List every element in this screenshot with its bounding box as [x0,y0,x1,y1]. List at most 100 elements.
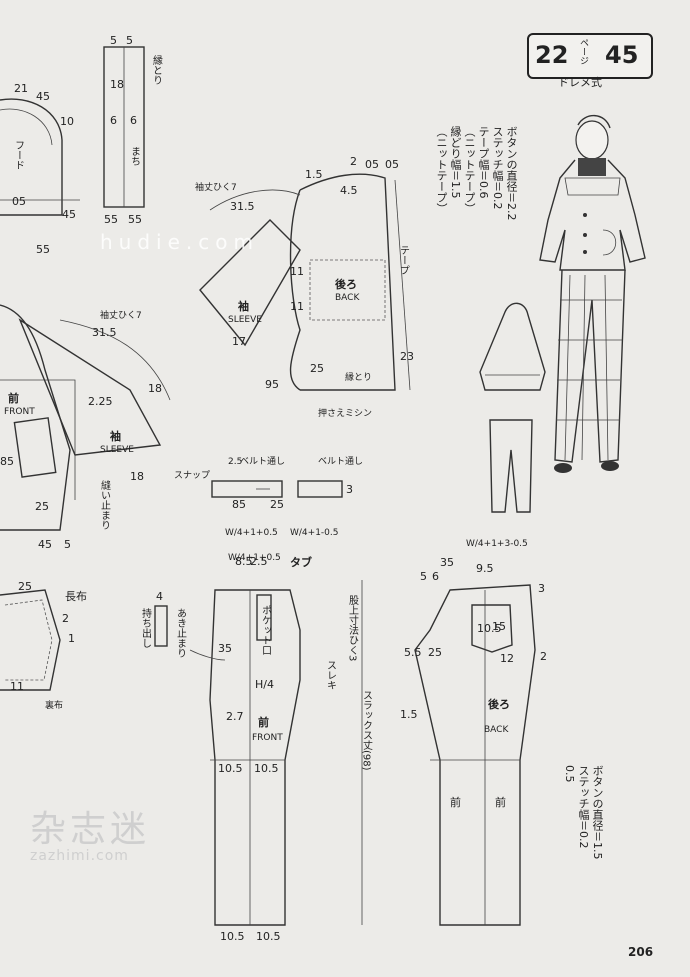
svg-text:9.5: 9.5 [476,562,494,575]
pants-note-1: ボタンの直径＝1.5 [591,765,604,860]
svg-text:2.25: 2.25 [88,395,113,408]
pants-note-3: 0.5 [563,765,576,783]
svg-text:45: 45 [36,90,50,103]
pants-length-note: スラックス丈(98) [361,690,373,771]
svg-text:3: 3 [346,483,353,496]
svg-text:1.5: 1.5 [305,168,323,181]
front-label-pants: 前 [258,715,269,729]
svg-text:31.5: 31.5 [92,326,117,339]
front-sleeve-pattern: 袖丈ひく7 31.5 2.25 18 袖 SLEEVE 18 縫い止まり [18,309,171,530]
svg-text:11: 11 [10,680,24,693]
svg-text:5: 5 [64,538,71,551]
tab-label: タブ [290,555,312,569]
front-mark-pants-2: 前 [495,795,506,809]
svg-text:10.5: 10.5 [477,622,502,635]
svg-text:25: 25 [35,500,49,513]
pocket-pattern: 25 長布 2 1 11 裏布 4 持ち出し [0,580,168,711]
back-sleeve-pattern: 袖丈ひく7 31.5 袖 SLEEVE 17 [195,181,301,348]
svg-text:55: 55 [36,243,50,256]
sleeve-label-mid-en: SLEEVE [100,445,134,455]
fold-out-label: 持ち出し [140,607,152,648]
svg-text:10: 10 [60,115,74,128]
back-bodice-pattern: 後ろ BACK 2 05 05 1.5 4.5 11 11 23 25 95 テ… [265,155,414,419]
gusset-label: まち [129,146,140,166]
sleeve-label-top-en: SLEEVE [228,315,262,325]
svg-text:05: 05 [385,158,399,171]
waist-formula-1b: W/4+1+0.5 [228,553,281,563]
svg-text:35: 35 [440,556,454,569]
svg-text:85: 85 [232,498,246,511]
svg-text:23: 23 [400,350,414,363]
svg-text:6: 6 [432,570,439,583]
jacket-notes: ボタンの直径＝2.2 ステッチ幅＝0.2 テープ幅＝0.6 （ニットテープ） 縁… [434,126,518,256]
svg-text:18: 18 [110,78,124,91]
hood-pattern: 21 45 10 45 05 55 フード [0,82,80,256]
svg-text:85: 85 [0,455,14,468]
waist-formula-1: W/4+1+0.5 [225,528,278,538]
pants-note-2: ステッチ幅＝0.2 [577,765,590,849]
edge-label-back: 縁とり [345,371,372,383]
back-label-pants: 後ろ [488,697,510,711]
svg-text:3: 3 [538,582,545,595]
page-number: 206 [628,945,654,959]
long-cloth-label: 長布 [65,590,87,603]
svg-text:2.5: 2.5 [228,457,242,467]
page-ref-number: 45 [605,41,639,69]
issue-number: 22 [535,41,569,69]
svg-text:21: 21 [14,82,28,95]
snap-label: スナップ [174,470,210,481]
front-label-top-en: FRONT [4,407,35,417]
svg-text:12: 12 [500,652,514,665]
style-label: ドレメ式 [558,76,602,89]
svg-text:5: 5 [420,570,427,583]
sleeve-label-mid: 袖 [110,429,121,443]
waist-formula-3: W/4+1+3-0.5 [466,539,528,549]
svg-text:8.5: 8.5 [235,555,253,568]
back-cloth-label: 裏布 [45,699,63,711]
jacket-note-6: （ニットテープ） [435,126,448,214]
hip-label: H/4 [255,678,274,691]
svg-text:2: 2 [62,612,69,625]
jacket-note-4: （ニットテープ） [463,126,476,214]
sleeve-label-top: 袖 [238,299,249,313]
svg-text:6: 6 [130,114,137,127]
front-bodice-pattern: 前 FRONT 85 25 45 5 [0,304,76,551]
svg-text:05: 05 [365,158,379,171]
front-label-top: 前 [8,391,19,405]
svg-text:55: 55 [104,213,118,226]
svg-text:1: 1 [68,632,75,645]
front-mark-pants-1: 前 [450,795,461,809]
tape-label: テープ [398,245,409,275]
svg-text:55: 55 [128,213,142,226]
front-pants-pattern: 8.5 2.5 タブ 35 H/4 2.7 前 FRONT 10.5 10.5 … [175,528,339,943]
svg-text:2.5: 2.5 [250,555,268,568]
svg-text:2.7: 2.7 [226,710,244,723]
belt-loop-label-2: ベルト通し [318,456,363,467]
svg-text:18: 18 [148,382,162,395]
svg-text:25: 25 [18,580,32,593]
svg-text:11: 11 [290,265,304,278]
svg-text:25: 25 [428,646,442,659]
svg-text:1.5: 1.5 [400,708,418,721]
hem-fold-note: 股上寸法ひく3 [347,595,359,662]
gusset-pattern: 5 5 18 6 6 55 55 まち 縁とり [103,34,163,226]
press-machine-label: 押さえミシン [318,407,372,419]
pants-notes: ボタンの直径＝1.5 ステッチ幅＝0.2 0.5 [562,765,604,885]
page-ref-badge: 22 ページ 45 [527,33,653,79]
back-pants-pattern: W/4+1+3-0.5 35 9.5 5 6 3 10.5 15 5.5 25 … [400,539,547,926]
sleeve-len-label-top: 袖丈ひく7 [195,181,237,193]
svg-text:10.5: 10.5 [254,762,279,775]
svg-text:5.5: 5.5 [404,646,422,659]
watermark-zazhimi-cn: 杂志迷 [30,809,151,850]
edge-label: 縁とり [151,54,163,85]
svg-text:10.5: 10.5 [256,930,281,943]
sleeve-len-label-mid: 袖丈ひく7 [100,309,142,321]
slit-label: スレキ [325,660,336,690]
svg-text:2: 2 [540,650,547,663]
svg-text:45: 45 [62,208,76,221]
svg-text:15: 15 [492,620,506,633]
svg-text:6: 6 [110,114,117,127]
svg-text:4: 4 [156,590,163,603]
watermark-hudie: hudie.com [100,230,259,254]
